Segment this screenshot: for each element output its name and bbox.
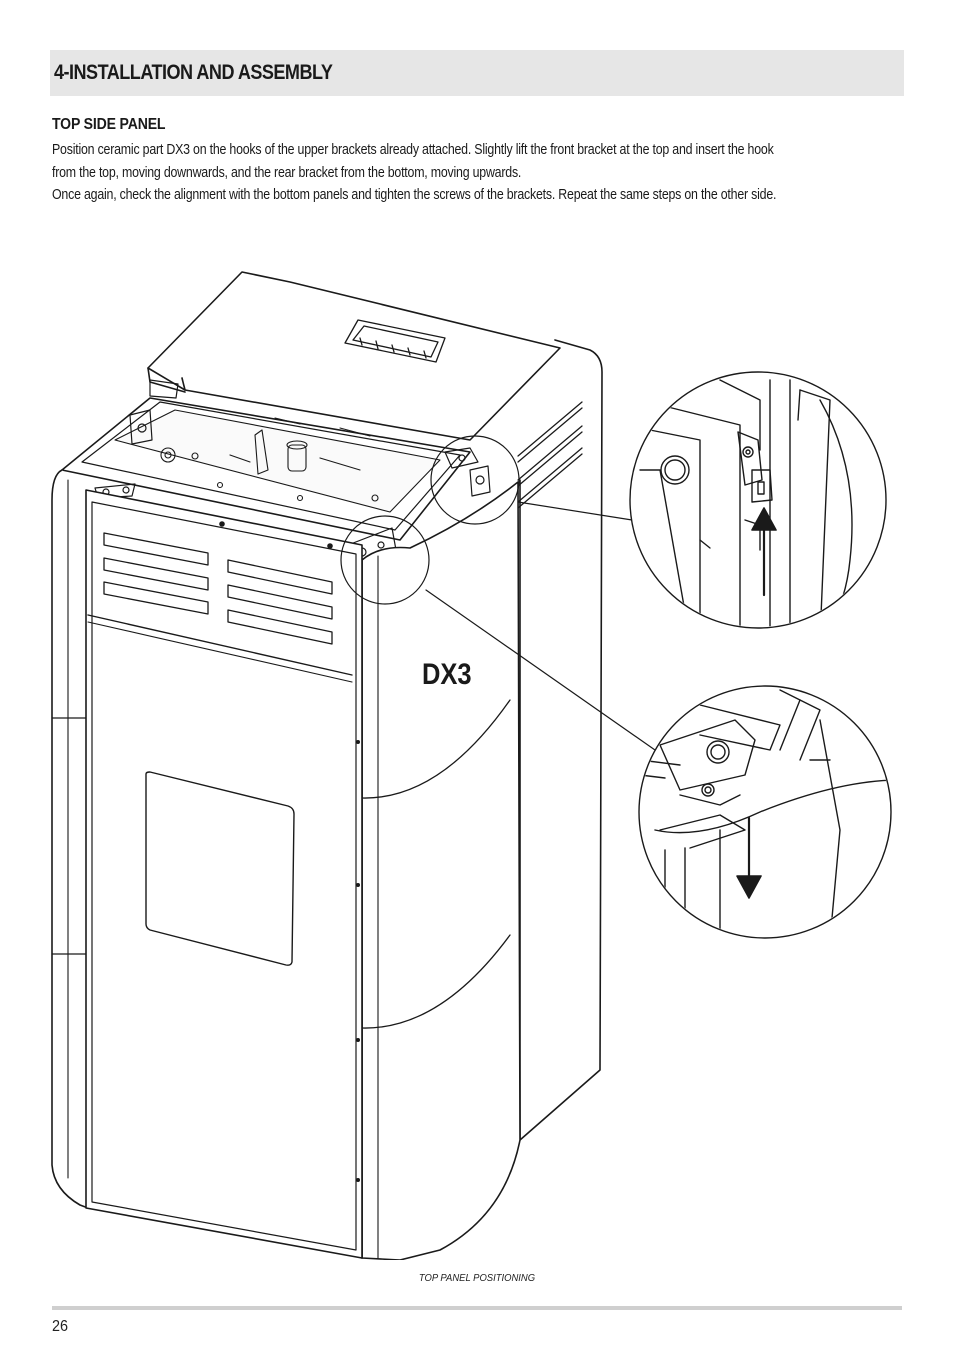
left-side-panel [51, 469, 89, 1209]
page-title: 4-INSTALLATION AND ASSEMBLY [54, 61, 333, 84]
rear-vent-slots [517, 401, 583, 509]
instruction-line: Position ceramic part DX3 on the hooks o… [52, 142, 774, 158]
side-panel-dx3 [361, 481, 521, 1260]
section-header-bar: 4-INSTALLATION AND ASSEMBLY [50, 50, 904, 96]
section-title: TOP SIDE PANEL [52, 116, 166, 133]
panel-screws [356, 740, 360, 1182]
part-label-dx3: DX3 [422, 657, 472, 690]
detail-circle-front [340, 515, 430, 605]
detail-view-rear-bracket [629, 371, 887, 629]
front-panel [85, 489, 363, 1259]
detail-view-front-bracket [638, 685, 892, 939]
detail-circle-rear [430, 435, 520, 525]
front-vent-slots [103, 532, 333, 645]
footer-divider [52, 1306, 902, 1310]
internal-components [160, 417, 379, 502]
instruction-text: Position ceramic part DX3 on the hooks o… [52, 139, 906, 207]
page-number: 26 [52, 1318, 69, 1335]
control-display [344, 319, 446, 363]
stove-assembly-illustration: DX3 [40, 260, 920, 1260]
instruction-line: Once again, check the alignment with the… [52, 187, 777, 203]
glass-window [145, 771, 295, 966]
figure-caption: TOP PANEL POSITIONING [418, 1272, 536, 1284]
stove-rear-body [519, 339, 603, 1141]
instruction-line: from the top, moving downwards, and the … [52, 164, 522, 181]
